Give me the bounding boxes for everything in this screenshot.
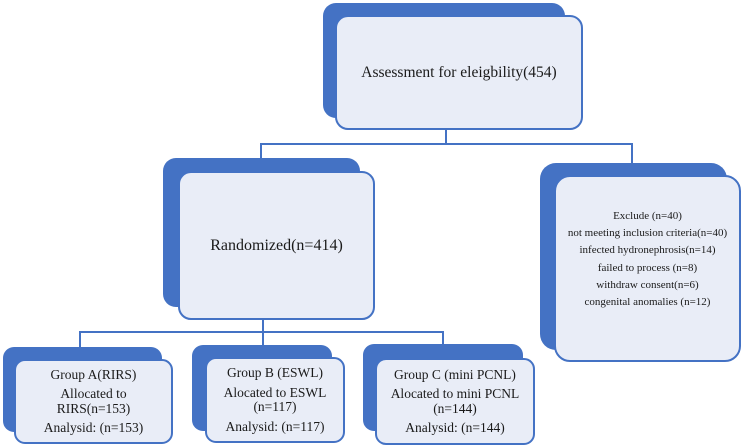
group-b-node: Group B (ESWL) Alocated to ESWL (n=117) … <box>205 357 345 443</box>
group-c-allocated: Alocated to mini PCNL <box>390 386 520 401</box>
connector-level1-horizontal <box>260 143 632 145</box>
group-b-analysis: Analysid: (n=117) <box>225 418 325 434</box>
connector-randomized-bottom <box>262 318 264 333</box>
excluded-line: withdraw consent(n=6) <box>596 278 699 291</box>
randomized-node: Randomized(n=414) <box>178 171 375 320</box>
randomized-label: Randomized(n=414) <box>210 236 343 254</box>
group-b-title: Group B (ESWL) <box>227 365 323 380</box>
group-c-allocated: (n=144) <box>433 400 477 416</box>
connector-to-randomized <box>260 143 262 161</box>
group-c-title: Group C (mini PCNL) <box>394 366 516 382</box>
group-b-allocated: (n=117) <box>253 399 297 414</box>
connector-to-group-a <box>79 331 81 348</box>
assessment-label: Assessment for eleigbility(454) <box>361 63 557 81</box>
excluded-line: Exclude (n=40) <box>613 209 682 222</box>
excluded-line: congenital anomalies (n=12) <box>584 296 711 309</box>
excluded-line: infected hydronephrosis(n=14) <box>579 244 716 257</box>
connector-level2-horizontal <box>79 331 444 333</box>
excluded-line: not meeting inclusion criteria(n=40) <box>567 226 728 239</box>
group-c-analysis: Analysid: (n=144) <box>405 420 505 435</box>
group-a-allocated: RIRS(n=153) <box>56 400 131 416</box>
connector-to-group-b <box>262 331 264 346</box>
connector-top-vertical <box>445 129 447 145</box>
group-a-allocated: Allocated to <box>60 386 127 401</box>
group-b-allocated: Alocated to ESWL <box>223 384 327 400</box>
group-a-node: Group A(RIRS) Allocated to RIRS(n=153) A… <box>14 359 173 444</box>
group-a-analysis: Analysid: (n=153) <box>43 420 144 435</box>
excluded-node: Exclude (n=40) not meeting inclusion cri… <box>554 175 741 362</box>
group-c-node: Group C (mini PCNL) Alocated to mini PCN… <box>375 358 535 445</box>
connector-to-excluded <box>631 143 633 165</box>
group-a-title: Group A(RIRS) <box>50 366 137 382</box>
assessment-node: Assessment for eleigbility(454) <box>335 15 583 130</box>
connector-to-group-c <box>442 331 444 345</box>
excluded-line: failed to process (n=8) <box>597 261 698 274</box>
